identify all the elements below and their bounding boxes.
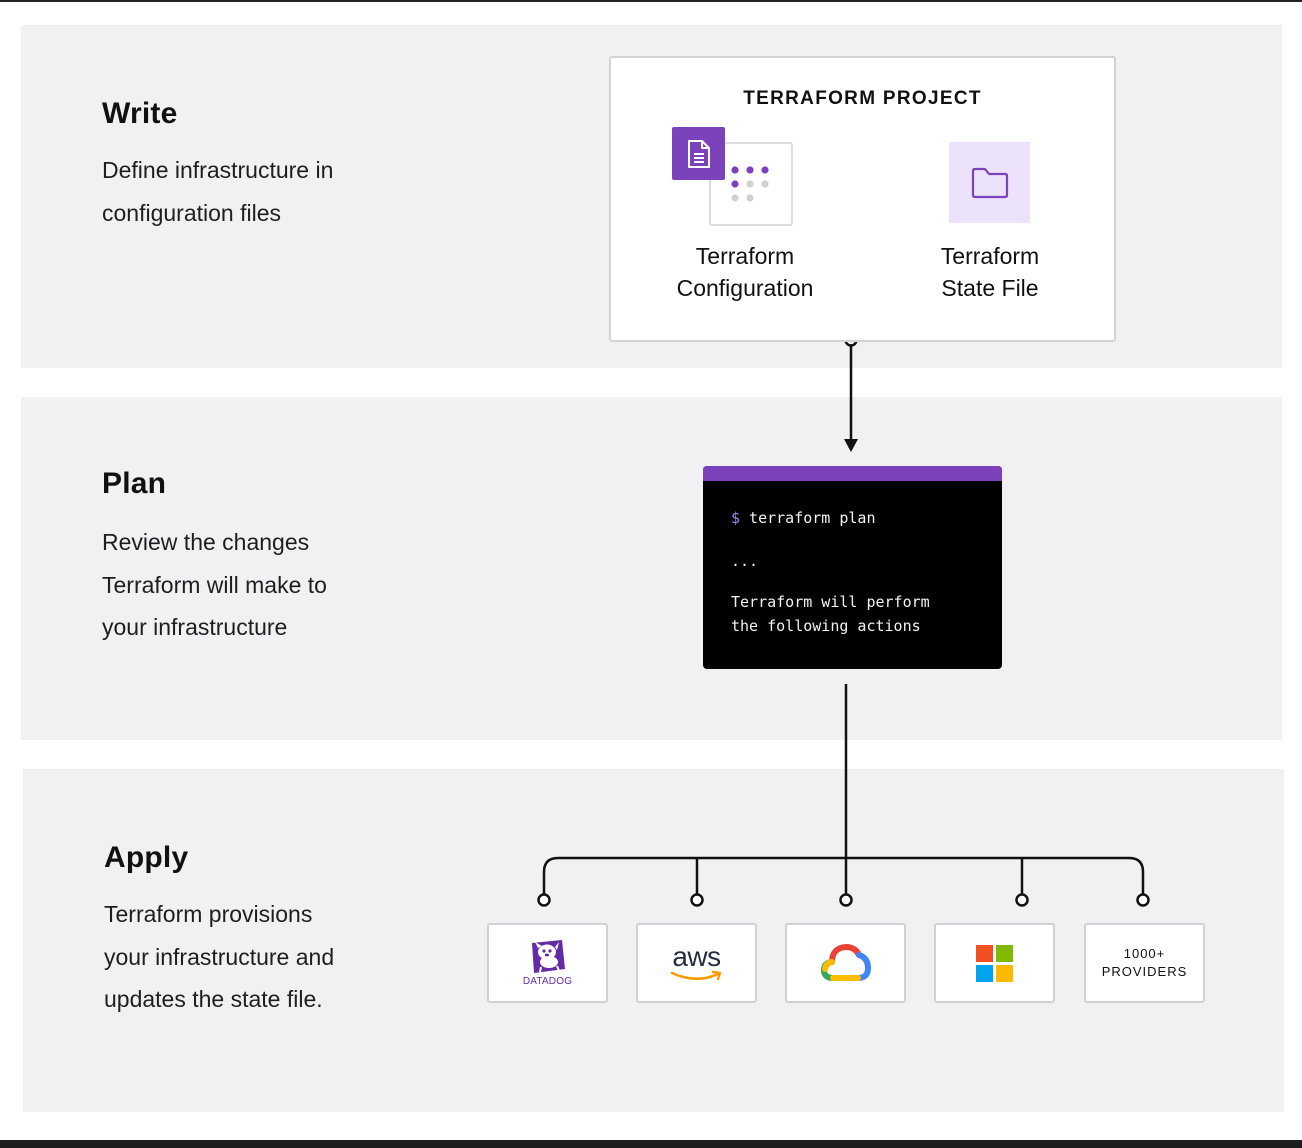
plan-step-title: Plan [102,467,167,500]
connector-node [839,893,853,907]
provider-microsoft [934,923,1055,1003]
state-file-label: Terraform State File [940,243,1040,301]
document-icon [672,127,725,180]
bottom-bar [0,1140,1302,1148]
terminal-command: terraform plan [740,509,876,527]
connector-node [1136,893,1150,907]
datadog-text: DATADOG [522,976,573,987]
terminal-command-line: $ terraform plan [731,509,876,527]
datadog-dog-icon [531,940,565,973]
prompt-symbol: $ [731,509,741,527]
plan-step-description: Review the changes Terraform will make t… [102,529,327,640]
connector-node [690,893,704,907]
amazon-smile-icon [670,970,721,981]
terminal-output-line: Terraform will perform [731,593,930,611]
top-border [0,0,1302,2]
apply-step-panel: Apply Terraform provisions your infrastr… [23,769,1284,1112]
plan-step-panel: Plan Review the changes Terraform will m… [21,397,1282,740]
connector-node [537,893,551,907]
dots-grid-icon [731,166,769,202]
terminal-output-line: the following actions [731,617,921,635]
provider-aws: aws [636,923,757,1003]
apply-step-description: Terraform provisions your infrastructure… [104,901,335,1012]
aws-text: aws [672,941,721,972]
project-title: TERRAFORM PROJECT [743,88,982,109]
terraform-project-box: TERRAFORM PROJECT Terraform Configuratio… [609,56,1116,342]
connector-node [1015,893,1029,907]
apply-step-title: Apply [104,841,189,874]
write-step-title: Write [102,97,178,130]
terminal-ellipsis: ... [731,552,759,570]
google-cloud-icon [820,943,871,981]
microsoft-windows-icon [976,944,1013,982]
folder-icon [949,142,1030,223]
write-step-description: Define infrastructure in configuration f… [102,157,334,226]
down-arrow-icon [844,439,858,452]
terminal-title-bar [703,466,1002,481]
provider-datadog: DATADOG [487,923,608,1003]
provider-branch-line [542,856,1145,894]
configuration-label: Terraform Configuration [676,243,814,301]
provider-more: 1000+ PROVIDERS [1084,923,1205,1003]
more-providers-text: 1000+ PROVIDERS [1101,946,1188,979]
provider-google-cloud [785,923,906,1003]
terminal-window: $ terraform plan ... Terraform will perf… [703,466,1002,669]
